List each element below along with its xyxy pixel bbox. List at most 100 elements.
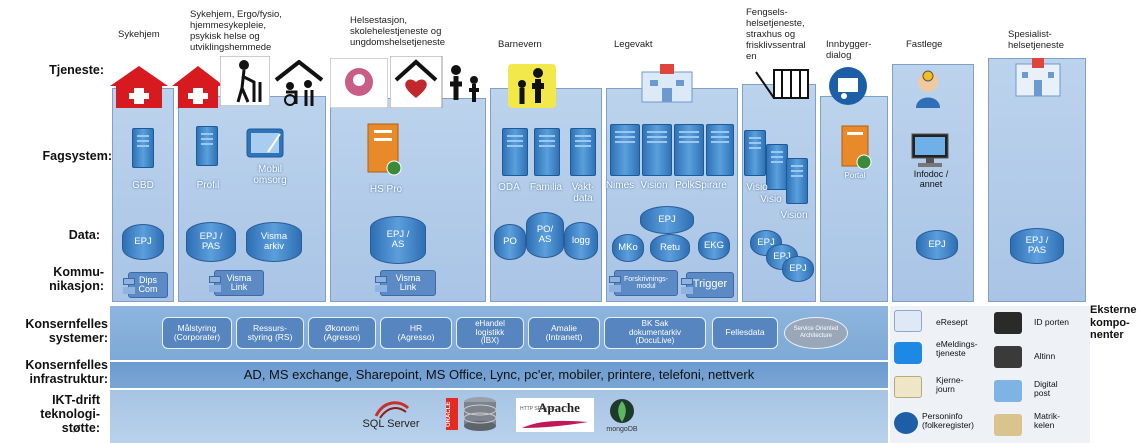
- fagsystem-visio-2: Visio: [760, 194, 782, 205]
- logo-oracle: ORACLE: [446, 394, 500, 434]
- konsern-ressursstyring: Ressurs- styring (RS): [236, 317, 304, 349]
- fagsystem-vaktdata: Vakt- data: [571, 182, 595, 204]
- konsern-fellesdata: Fellesdata: [712, 317, 778, 349]
- konsern-okonomi: Økonomi (Agresso): [308, 317, 376, 349]
- service-title-sykehjem: Sykehjem: [118, 29, 160, 40]
- db-epj-sykehjem: EPJ: [122, 224, 164, 260]
- ext-digital-post: Digital post: [1034, 379, 1058, 399]
- fagsystem-polkspirare: PolkSpirare: [675, 180, 727, 191]
- comp-visma-link-1: Visma Link: [209, 270, 264, 296]
- row-label-konsernfelles-infrastruktur: Konsernfelles infrastruktur:: [25, 358, 108, 386]
- hospital-house-icon: [110, 66, 168, 108]
- row-label-konsernfelles-systemer: Konsernfelles systemer:: [25, 317, 108, 345]
- server-familia: [534, 128, 560, 176]
- computer-icon: [911, 133, 949, 167]
- server-oda: [502, 128, 528, 176]
- row-label-ikt-drift: IKT-drift teknologi- støtte:: [40, 393, 100, 435]
- service-title-helsestasjon: Helsestasjon, skolehelestjeneste og ungd…: [350, 15, 446, 48]
- infrastruktur-text: AD, MS exchange, Sharepoint, MS Office, …: [243, 367, 755, 382]
- altinn-icon: [994, 346, 1022, 368]
- portal-server-icon: [841, 125, 872, 170]
- konsern-amalie: Amalie (Intranett): [528, 317, 600, 349]
- hospital-building-icon: [1015, 58, 1061, 97]
- konsern-bk-sak: BK Sak dokumentarkiv (DocuLive): [604, 317, 706, 349]
- ikt-band: [110, 390, 888, 443]
- ext-kjernejournal: Kjerne- journ: [936, 375, 964, 395]
- konsern-soa: Service Oriented Architecture: [784, 317, 848, 349]
- comp-visma-link-2: Visma Link: [375, 270, 436, 296]
- home-care-icon: [274, 60, 324, 106]
- server-spirare: [706, 124, 734, 176]
- walker-person-icon: [220, 56, 270, 106]
- doctor-icon: [916, 70, 940, 108]
- ext-eresept: eResept: [936, 317, 968, 327]
- logo-mongodb: mongoDB: [604, 398, 640, 436]
- mongodb-label: mongoDB: [606, 426, 638, 433]
- db-epj-legevakt: EPJ: [640, 206, 694, 234]
- fagsystem-infodoc: Infodoc / annet: [913, 169, 949, 189]
- personinfo-icon: [894, 412, 918, 434]
- db-epjpas-spesialist: EPJ / PAS: [1010, 228, 1064, 264]
- emelding-icon: [894, 342, 922, 364]
- apache-label: Apache: [538, 400, 580, 415]
- ext-personinfo: Personinfo (folkeregister): [922, 411, 974, 431]
- logo-sql-server: SQL Server: [354, 398, 428, 434]
- prison-icon: [755, 69, 809, 99]
- column-barnevern: [490, 88, 602, 302]
- service-title-innbygger: Innbygger- dialog: [826, 39, 872, 61]
- db-epj-fastlege: EPJ: [916, 230, 958, 260]
- service-title-spesialist: Spesialist- helsetjeneste: [1008, 29, 1064, 51]
- fagsystem-gbd: GBD: [132, 180, 154, 191]
- fagsystem-mobil-omsorg: Mobil omsorg: [253, 164, 287, 186]
- db-epjpas: EPJ / PAS: [186, 222, 236, 262]
- fagsystem-vision: Vision: [640, 180, 668, 191]
- server-vision-2: [786, 158, 808, 204]
- ext-emeldingstjeneste: eMeldings- tjeneste: [936, 339, 978, 359]
- ext-matrikkelen: Matrik- kelen: [1034, 411, 1060, 431]
- matrikkel-icon: [994, 414, 1022, 436]
- fagsystem-profil: Profil: [196, 180, 220, 191]
- apache-sub-label: HTTP SERVER: [520, 406, 555, 412]
- fagsystem-oda: ODA: [498, 182, 520, 193]
- mongodb-leaf-icon: [610, 399, 634, 423]
- kjernejournal-icon: [894, 376, 922, 398]
- ext-idporten: ID porten: [1034, 317, 1069, 327]
- hospital-house-icon: [172, 66, 224, 108]
- sql-server-icon: [374, 401, 410, 419]
- db-epjas: EPJ / AS: [370, 216, 426, 264]
- infrastruktur-band: AD, MS exchange, Sharepoint, MS Office, …: [110, 362, 888, 388]
- eresept-icon: [894, 310, 922, 332]
- db-mko: MKo: [612, 234, 644, 262]
- eksterne-panel: [890, 306, 1090, 443]
- server-profil: [196, 126, 218, 166]
- comp-forskrivningsmodul: Forskrivnings- modul: [609, 270, 678, 296]
- eksterne-label: Eksterne kompo- nenter: [1090, 304, 1137, 342]
- row-label-fagsystem: Fagsystem:: [42, 149, 112, 163]
- service-title-fastlege: Fastlege: [906, 39, 943, 50]
- service-title-sykehjem-ergo: Sykehjem, Ergo/fysio, hjemmesykepleie, p…: [190, 9, 282, 53]
- fagsystem-visio-1: Visio: [746, 182, 768, 193]
- family-icon: [508, 64, 556, 108]
- column-sykehjem: [112, 88, 174, 302]
- konsern-hr: HR (Agresso): [380, 317, 452, 349]
- id-porten-icon: [994, 312, 1022, 334]
- row-label-kommunikasjon: Kommu- nikasjon:: [49, 265, 104, 293]
- server-nimes: [610, 124, 640, 176]
- service-title-legevakt: Legevakt: [614, 39, 653, 50]
- column-legevakt: [606, 88, 738, 302]
- fagsystem-vision-2: Vision: [780, 210, 808, 221]
- citizen-dialog-icon: [829, 67, 867, 105]
- server-gbd: [132, 128, 154, 168]
- db-poas: PO/ AS: [526, 212, 564, 258]
- db-visma-arkiv: Visma arkiv: [246, 222, 302, 262]
- db-ekg: EKG: [698, 232, 730, 260]
- server-vision: [642, 124, 672, 176]
- mother-baby-icon: [330, 58, 388, 108]
- ext-altinn: Altinn: [1034, 351, 1056, 361]
- emergency-building-icon: [641, 64, 693, 103]
- digital-post-icon: [994, 380, 1022, 402]
- logo-apache: Apache HTTP SERVER: [516, 398, 594, 432]
- service-title-barnevern: Barnevern: [498, 39, 542, 50]
- comp-trigger: Trigger: [681, 272, 734, 298]
- oracle-label: ORACLE: [446, 398, 458, 430]
